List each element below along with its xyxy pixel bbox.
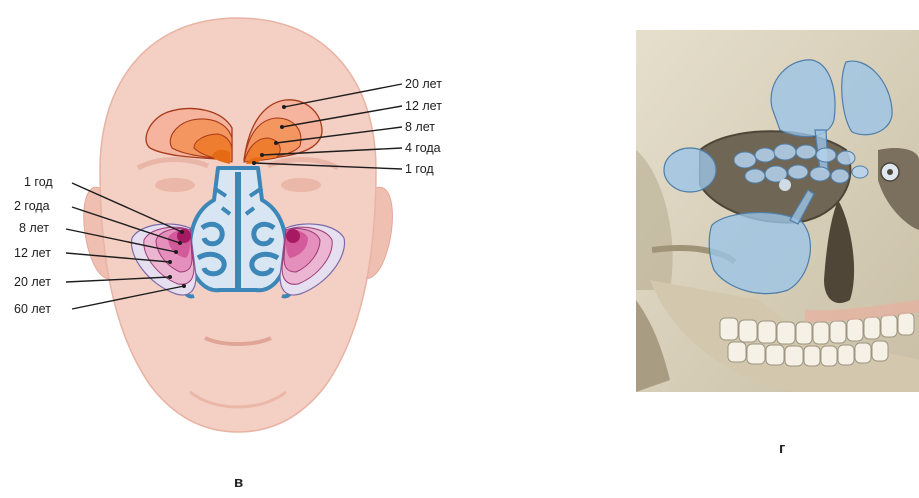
maxillary-label-20: 20 лет — [14, 275, 51, 289]
panel-g-illustration — [636, 30, 919, 392]
frontal-label-8: 8 лет — [405, 120, 435, 134]
panel-v-letter: в — [234, 474, 243, 491]
frontal-label-12: 12 лет — [405, 99, 442, 113]
maxillary-label-8: 8 лет — [19, 221, 49, 235]
right-eye — [281, 178, 321, 192]
frontal-label-20: 20 лет — [405, 77, 442, 91]
panel-v-illustration — [84, 18, 393, 432]
left-eye — [155, 178, 195, 192]
maxillary-label-60: 60 лет — [14, 302, 51, 316]
frontal-label-4: 4 года — [405, 141, 441, 155]
maxillary-label-2: 2 года — [14, 199, 50, 213]
maxillary-sinus-labels: 1 год 2 года 8 лет 12 лет 20 лет 60 лет — [14, 175, 53, 316]
maxillary-label-12: 12 лет — [14, 246, 51, 260]
frontal-sinus-labels: 20 лет 12 лет 8 лет 4 года 1 год — [405, 77, 442, 176]
maxillary-label-1: 1 год — [24, 175, 53, 189]
frontal-label-1: 1 год — [405, 162, 434, 176]
panel-g-letter: г — [779, 440, 785, 457]
